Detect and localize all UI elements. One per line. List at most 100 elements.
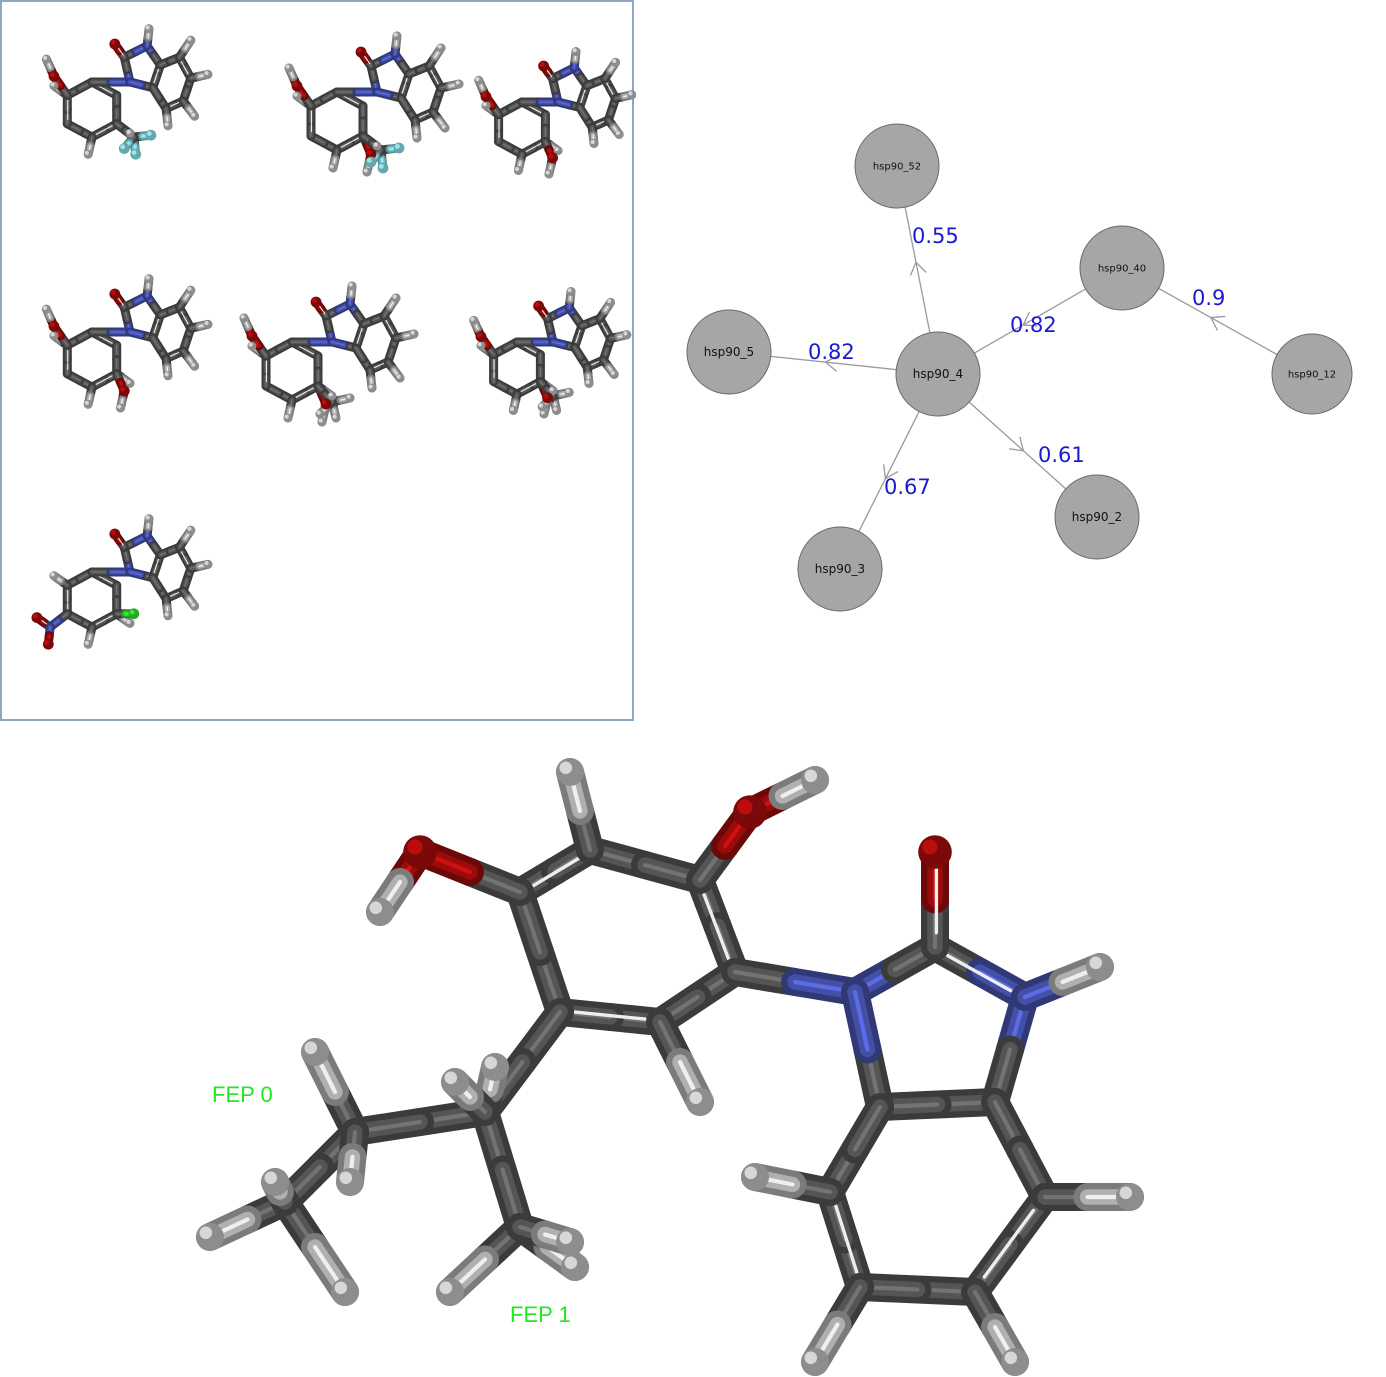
detail-atom-highlight	[264, 1171, 278, 1185]
thumb-atom-highlight	[441, 124, 446, 129]
detail-atom-highlight	[737, 799, 753, 815]
ligand-atoms	[469, 287, 632, 419]
thumb-atom-highlight	[284, 414, 289, 419]
ligand-thumbnail	[474, 47, 636, 179]
network-node-hsp90-3[interactable]: hsp90_3	[797, 526, 883, 612]
thumb-atom-highlight	[590, 140, 595, 145]
ligand-gallery-canvas	[31, 24, 636, 650]
network-node-hsp90-40[interactable]: hsp90_40	[1079, 225, 1165, 311]
ligand-bonds	[41, 274, 213, 413]
detail-bond	[576, 836, 714, 894]
detail-bond	[866, 1088, 1009, 1121]
thumb-atom-highlight	[191, 602, 196, 607]
network-node-hsp90-2[interactable]: hsp90_2	[1054, 474, 1140, 560]
thumb-atom-highlight	[240, 314, 245, 319]
thumb-bond	[365, 365, 377, 393]
thumb-atom-highlight	[328, 392, 333, 397]
thumb-atom-highlight	[117, 404, 122, 409]
detail-atom-highlight	[369, 901, 383, 915]
thumb-atom-highlight	[515, 167, 520, 172]
thumb-atom-highlight	[572, 48, 577, 53]
thumb-atom-highlight	[204, 321, 209, 326]
thumb-atom-highlight	[510, 407, 515, 412]
thumb-atom-highlight	[247, 331, 253, 337]
thumb-atom-highlight	[554, 147, 559, 152]
detail-atom-highlight	[1089, 956, 1103, 970]
network-node-hsp90-52[interactable]: hsp90_52	[854, 123, 940, 209]
detail-bond	[921, 933, 1039, 1011]
thumb-atom-highlight	[567, 288, 572, 293]
thumb-atom-highlight	[612, 59, 617, 64]
ligand-atoms	[31, 514, 213, 650]
thumb-atom-highlight	[610, 371, 615, 376]
detail-bond	[471, 1098, 534, 1241]
thumb-atom-highlight	[187, 36, 192, 41]
ligand-thumbnail	[469, 287, 632, 419]
edge-direction-arrow	[1022, 311, 1038, 327]
thumb-bond	[328, 145, 342, 173]
thumb-atom-highlight	[477, 342, 482, 347]
node-circle	[895, 331, 981, 417]
detail-bond	[436, 1213, 534, 1306]
edge-direction-arrow	[1009, 436, 1025, 452]
thumb-atom-highlight	[84, 640, 89, 645]
thumb-atom-highlight	[126, 129, 131, 134]
thumb-atom-highlight	[191, 362, 196, 367]
ligand-thumbnail	[31, 514, 213, 650]
node-circle	[686, 309, 772, 395]
detail-bond	[546, 998, 674, 1036]
thumb-atom-highlight	[321, 399, 327, 405]
detail-atom-highlight	[1004, 1351, 1018, 1365]
thumb-atom-highlight	[329, 164, 334, 169]
thumb-atom-highlight	[84, 400, 89, 405]
ligand-atoms	[474, 47, 636, 179]
thumb-atom-highlight	[476, 332, 482, 338]
network-node-hsp90-4[interactable]: hsp90_4	[895, 331, 981, 417]
node-label: hsp90_4	[913, 367, 963, 381]
node-label: hsp90_2	[1072, 510, 1122, 524]
thumb-atom-highlight	[145, 515, 150, 520]
edge-direction-arrow	[1209, 315, 1226, 331]
thumb-atom-highlight	[126, 379, 131, 384]
network-edge	[974, 288, 1086, 354]
detail-atom-highlight	[444, 1071, 458, 1085]
thumb-atom-highlight	[311, 297, 317, 303]
network-node-hsp90-12[interactable]: hsp90_12	[1271, 333, 1353, 415]
ligand-gallery-panel	[0, 0, 636, 721]
edge-direction-arrow	[883, 464, 899, 480]
detail-atom-highlight	[407, 839, 423, 855]
node-circle	[1079, 225, 1165, 311]
thumb-atom-highlight	[318, 418, 323, 423]
molecule-detail-view: FEP 0 FEP 1	[196, 758, 1144, 1376]
network-edge	[1158, 287, 1278, 356]
thumb-atom-highlight	[396, 374, 401, 379]
edge-direction-arrow	[909, 261, 927, 276]
thumb-atom-highlight	[50, 82, 55, 87]
thumb-atom-highlight	[543, 393, 549, 399]
node-circle	[1054, 474, 1140, 560]
thumb-atom-highlight	[43, 305, 48, 310]
thumb-atom-highlight	[84, 150, 89, 155]
node-label: hsp90_5	[704, 345, 754, 359]
thumb-atom-highlight	[366, 157, 372, 163]
detail-bond	[981, 1088, 1059, 1211]
detail-bond	[506, 878, 574, 1026]
thumb-atom-highlight	[131, 150, 137, 156]
thumb-atom-highlight	[50, 572, 55, 577]
thumb-atom-highlight	[481, 92, 487, 98]
thumb-atom-highlight	[394, 143, 400, 149]
thumb-atom-highlight	[545, 170, 550, 175]
network-edge	[858, 411, 920, 532]
thumb-atom-highlight	[164, 122, 169, 127]
detail-bond	[841, 978, 894, 1121]
network-node-hsp90-5[interactable]: hsp90_5	[686, 309, 772, 395]
detail-atom-highlight	[744, 1166, 758, 1180]
thumb-atom-highlight	[540, 410, 545, 415]
thumb-atom-highlight	[285, 64, 290, 69]
thumb-atom-highlight	[410, 330, 415, 335]
thumb-atom-highlight	[565, 389, 570, 394]
thumb-atom-highlight	[623, 331, 628, 336]
detail-bond	[816, 1093, 894, 1206]
ligand-thumbnail	[284, 31, 464, 177]
node-circle	[1271, 333, 1353, 415]
